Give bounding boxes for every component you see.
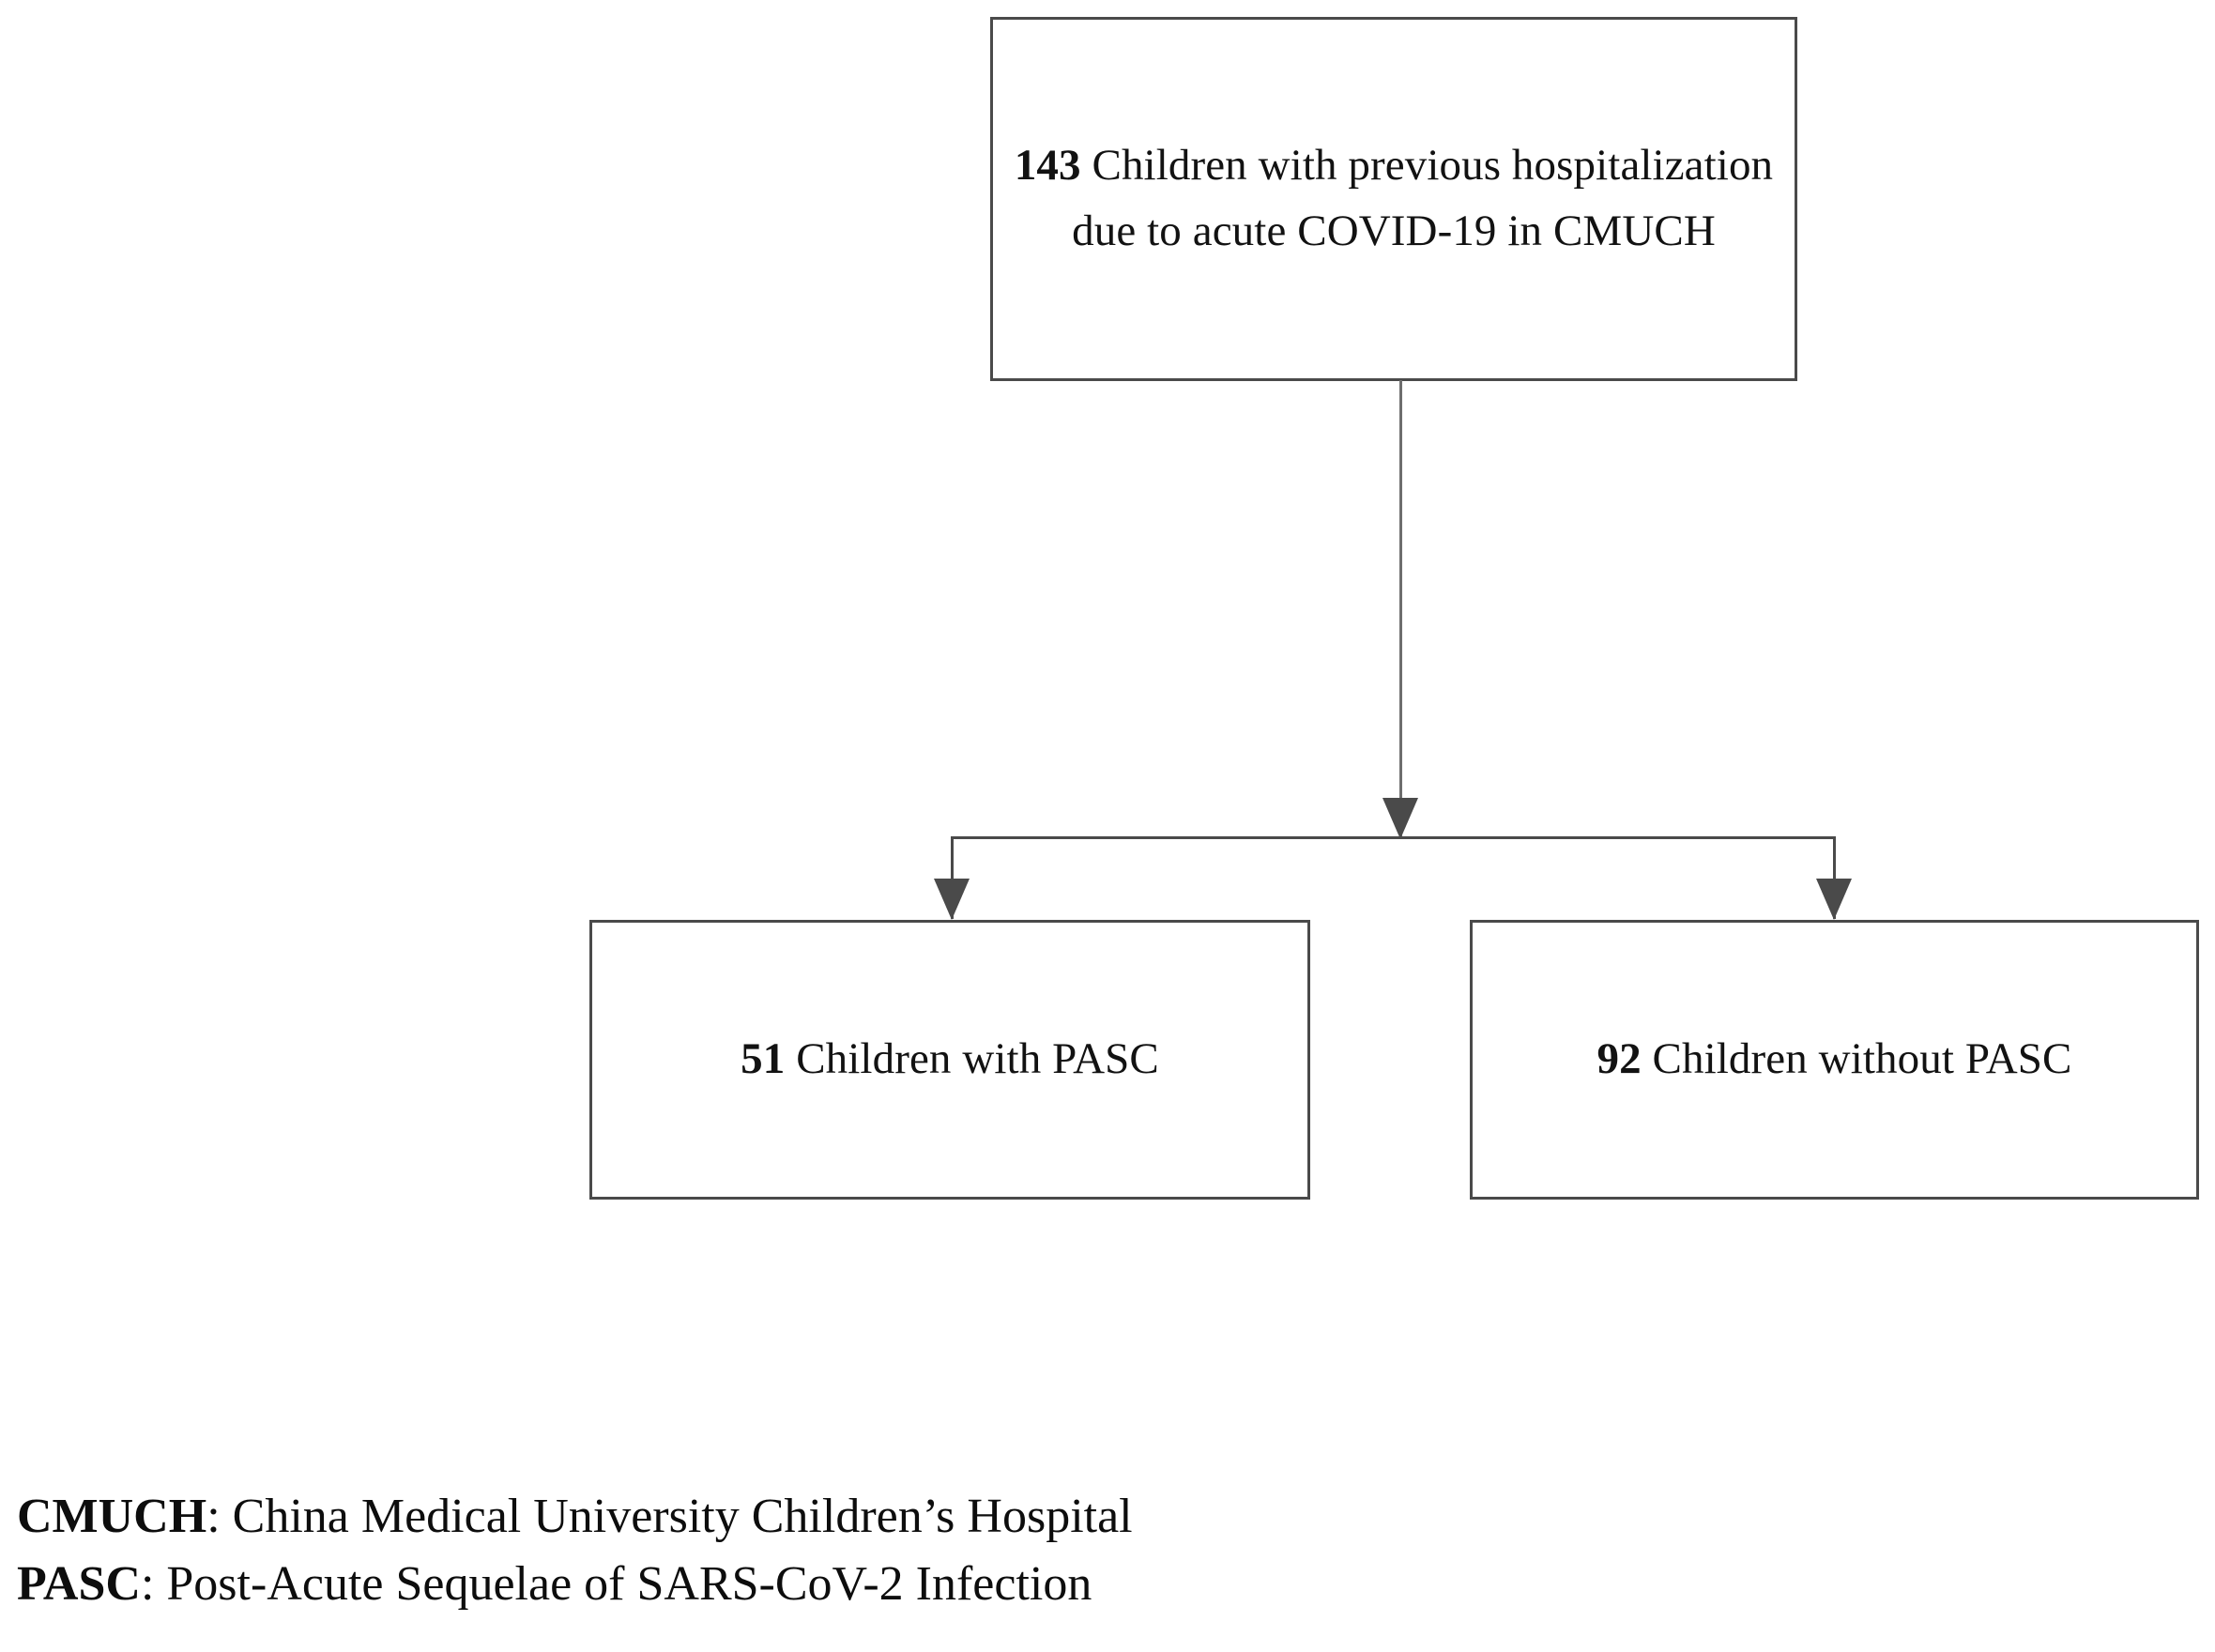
node-nopasc-count: 92 bbox=[1596, 1034, 1642, 1084]
legend-expansion-cmuch: China Medical University Children’s Hosp… bbox=[232, 1490, 1133, 1543]
node-root-label: Children with previous hospitalization d… bbox=[1072, 141, 1774, 255]
legend-line-cmuch: CMUCH: China Medical University Children… bbox=[17, 1483, 1706, 1551]
node-pasc-count: 51 bbox=[741, 1034, 786, 1084]
legend-line-pasc: PASC: Post-Acute Sequelae of SARS-CoV-2 … bbox=[17, 1551, 1706, 1618]
arrowhead-trunk-icon bbox=[1382, 798, 1418, 839]
abbreviation-legend: CMUCH: China Medical University Children… bbox=[17, 1483, 1706, 1618]
legend-abbr-pasc: PASC bbox=[17, 1556, 141, 1611]
node-nopasc-text: 92 Children without PASC bbox=[1583, 1027, 2085, 1093]
node-children-without-pasc: 92 Children without PASC bbox=[1470, 920, 2199, 1200]
node-children-with-pasc: 51 Children with PASC bbox=[589, 920, 1310, 1200]
node-root-cohort: 143 Children with previous hospitalizati… bbox=[990, 17, 1797, 381]
legend-sep-cmuch: : bbox=[206, 1490, 233, 1543]
node-pasc-text: 51 Children with PASC bbox=[727, 1027, 1172, 1093]
arrowhead-right-icon bbox=[1816, 879, 1852, 920]
node-pasc-label: Children with PASC bbox=[785, 1034, 1159, 1084]
legend-abbr-cmuch: CMUCH bbox=[17, 1490, 207, 1543]
connector-left-drop bbox=[951, 836, 954, 919]
node-root-count: 143 bbox=[1014, 141, 1081, 191]
arrowhead-left-icon bbox=[934, 879, 970, 920]
connector-split-bar bbox=[951, 836, 1836, 839]
node-nopasc-label: Children without PASC bbox=[1641, 1034, 2072, 1084]
connector-right-drop bbox=[1833, 836, 1836, 919]
legend-expansion-pasc: Post-Acute Sequelae of SARS-CoV-2 Infect… bbox=[166, 1556, 1092, 1611]
connector-trunk-line bbox=[1399, 380, 1402, 837]
legend-sep-pasc: : bbox=[140, 1556, 167, 1611]
node-root-text: 143 Children with previous hospitalizati… bbox=[993, 133, 1795, 264]
